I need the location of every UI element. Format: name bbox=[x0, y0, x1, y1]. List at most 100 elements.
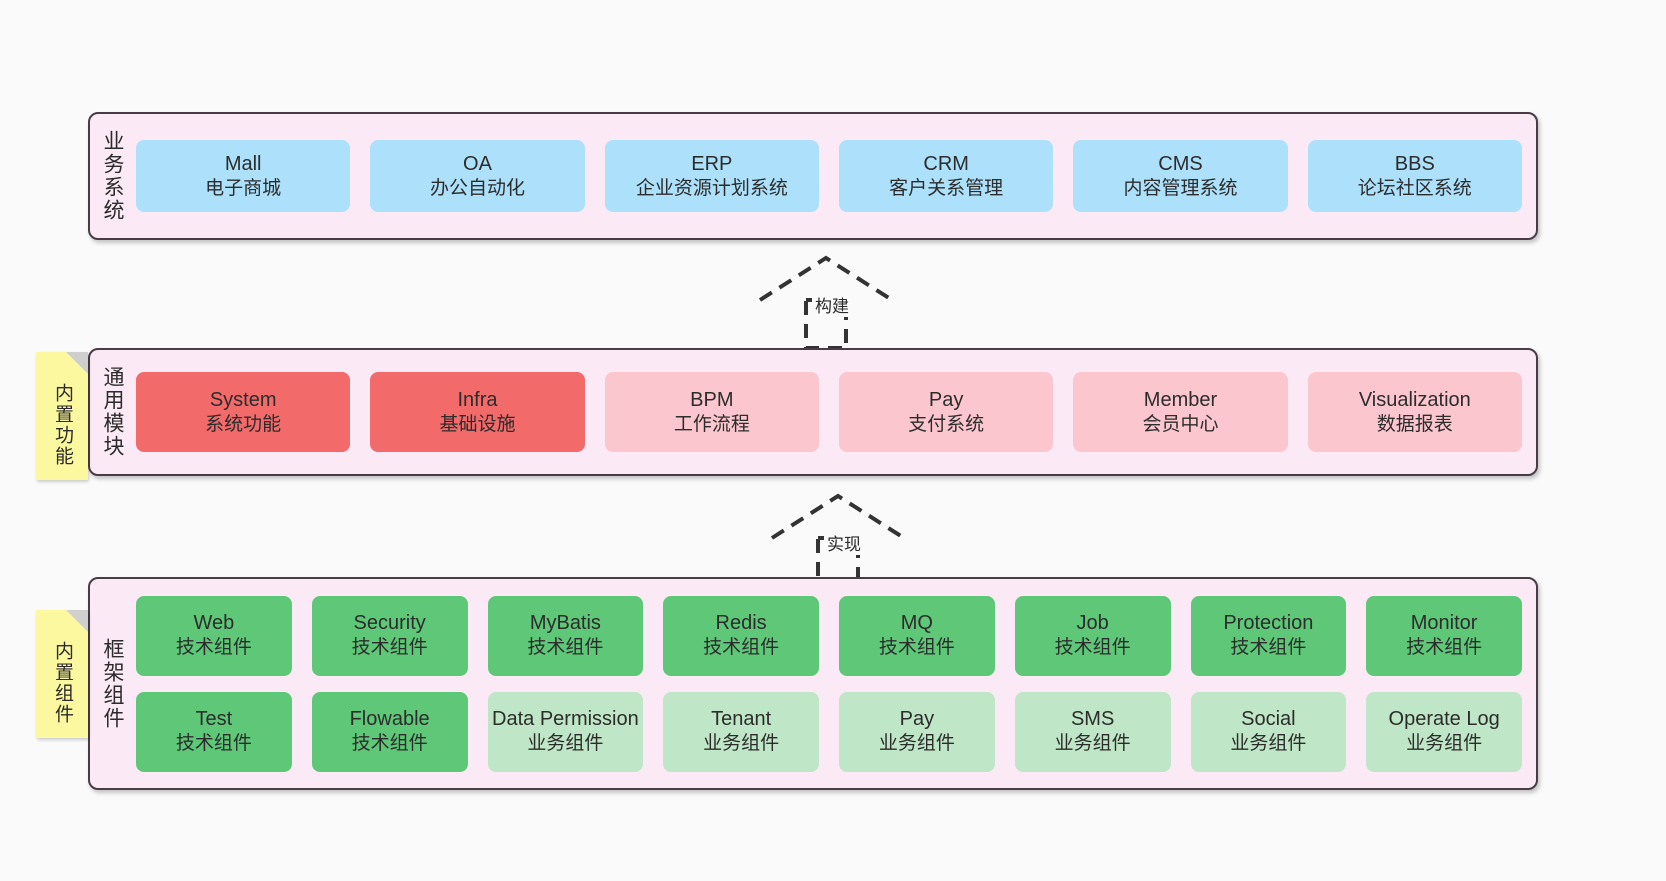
card-subtitle: 基础设施 bbox=[439, 413, 516, 435]
layer-common-modules: 通用模块 System 系统功能 Infra 基础设施 BPM 工作流程 Pay… bbox=[88, 348, 1538, 476]
card-visualization[interactable]: Visualization 数据报表 bbox=[1307, 372, 1522, 452]
card-member[interactable]: Member 会员中心 bbox=[1073, 372, 1288, 452]
card-title: Mall bbox=[224, 152, 262, 175]
layer-framework-components: 框架组件 Web 技术组件 Security 技术组件 MyBatis 技术组件… bbox=[88, 577, 1538, 790]
card-subtitle: 技术组件 bbox=[351, 733, 428, 755]
card-subtitle: 系统功能 bbox=[205, 413, 282, 435]
card-cms[interactable]: CMS 内容管理系统 bbox=[1073, 140, 1288, 212]
card-infra[interactable]: Infra 基础设施 bbox=[370, 372, 585, 452]
layer-title-framework: 框架组件 bbox=[101, 637, 125, 730]
card-title: Operate Log bbox=[1388, 708, 1500, 731]
card-title: Social bbox=[1241, 708, 1296, 731]
card-subtitle: 技术组件 bbox=[175, 733, 252, 755]
card-subtitle: 技术组件 bbox=[703, 637, 780, 659]
card-title: BPM bbox=[690, 388, 734, 411]
card-test[interactable]: Test 技术组件 bbox=[136, 691, 292, 772]
card-row: Mall 电子商城 OA 办公自动化 ERP 企业资源计划系统 CRM 客户关系… bbox=[136, 140, 1522, 212]
card-subtitle: 会员中心 bbox=[1142, 413, 1219, 435]
card-title: SMS bbox=[1070, 708, 1115, 731]
card-title: Tenant bbox=[711, 708, 772, 731]
card-job[interactable]: Job 技术组件 bbox=[1014, 595, 1171, 676]
connector-build: 构建 bbox=[750, 252, 930, 352]
card-title: CRM bbox=[923, 152, 969, 175]
card-social[interactable]: Social 业务组件 bbox=[1190, 691, 1347, 772]
card-title: MQ bbox=[900, 612, 933, 635]
connector-label-build: 构建 bbox=[812, 292, 852, 317]
card-title: OA bbox=[463, 152, 492, 175]
card-operate-log[interactable]: Operate Log 业务组件 bbox=[1366, 691, 1522, 772]
card-subtitle: 技术组件 bbox=[1054, 637, 1131, 659]
card-subtitle: 数据报表 bbox=[1376, 413, 1453, 435]
card-title: Visualization bbox=[1358, 388, 1471, 411]
card-row: Web 技术组件 Security 技术组件 MyBatis 技术组件 Redi… bbox=[136, 595, 1522, 676]
card-title: Data Permission bbox=[492, 708, 639, 731]
card-subtitle: 技术组件 bbox=[878, 637, 955, 659]
note-builtin-functions: 内置功能 bbox=[36, 352, 88, 480]
card-security[interactable]: Security 技术组件 bbox=[311, 595, 468, 676]
card-title: CMS bbox=[1158, 152, 1203, 175]
card-mall[interactable]: Mall 电子商城 bbox=[136, 140, 351, 212]
card-subtitle: 业务组件 bbox=[1230, 733, 1307, 755]
card-subtitle: 技术组件 bbox=[1406, 637, 1483, 659]
card-pay-module[interactable]: Pay 支付系统 bbox=[838, 372, 1054, 452]
layer-body-common: System 系统功能 Infra 基础设施 BPM 工作流程 Pay 支付系统… bbox=[134, 350, 1536, 474]
card-title: Pay bbox=[928, 388, 964, 411]
card-title: Flowable bbox=[349, 708, 430, 731]
card-title: Pay bbox=[899, 708, 935, 731]
card-title: ERP bbox=[691, 152, 733, 175]
card-crm[interactable]: CRM 客户关系管理 bbox=[838, 140, 1054, 212]
card-title: Infra bbox=[457, 388, 498, 411]
card-subtitle: 客户关系管理 bbox=[889, 177, 1004, 199]
card-monitor[interactable]: Monitor 技术组件 bbox=[1366, 595, 1522, 676]
card-row: Test 技术组件 Flowable 技术组件 Data Permission … bbox=[136, 691, 1522, 772]
card-sms[interactable]: SMS 业务组件 bbox=[1014, 691, 1171, 772]
card-subtitle: 论坛社区系统 bbox=[1357, 177, 1472, 199]
card-bbs[interactable]: BBS 论坛社区系统 bbox=[1307, 140, 1522, 212]
card-subtitle: 技术组件 bbox=[527, 637, 604, 659]
layer-body-business: Mall 电子商城 OA 办公自动化 ERP 企业资源计划系统 CRM 客户关系… bbox=[134, 114, 1536, 238]
card-mybatis[interactable]: MyBatis 技术组件 bbox=[487, 595, 644, 676]
card-subtitle: 工作流程 bbox=[673, 413, 750, 435]
connector-label-realize: 实现 bbox=[824, 530, 864, 555]
layer-title-common: 通用模块 bbox=[101, 366, 125, 458]
card-pay-component[interactable]: Pay 业务组件 bbox=[839, 691, 995, 772]
card-subtitle: 业务组件 bbox=[1406, 733, 1483, 755]
layer-title-business: 业务系统 bbox=[101, 130, 125, 222]
card-subtitle: 技术组件 bbox=[175, 637, 252, 659]
card-system[interactable]: System 系统功能 bbox=[136, 372, 351, 452]
card-title: Job bbox=[1076, 612, 1109, 635]
card-subtitle: 电子商城 bbox=[205, 177, 282, 199]
card-title: Web bbox=[193, 612, 235, 635]
note-builtin-components: 内置组件 bbox=[36, 610, 88, 738]
card-title: Monitor bbox=[1410, 612, 1478, 635]
connector-realize: 实现 bbox=[762, 490, 942, 590]
layer-body-framework: Web 技术组件 Security 技术组件 MyBatis 技术组件 Redi… bbox=[134, 579, 1536, 788]
card-erp[interactable]: ERP 企业资源计划系统 bbox=[604, 140, 819, 212]
card-subtitle: 企业资源计划系统 bbox=[635, 177, 788, 199]
card-data-permission[interactable]: Data Permission 业务组件 bbox=[487, 691, 644, 772]
card-mq[interactable]: MQ 技术组件 bbox=[839, 595, 995, 676]
card-title: Security bbox=[353, 612, 426, 635]
card-bpm[interactable]: BPM 工作流程 bbox=[604, 372, 819, 452]
card-title: Protection bbox=[1223, 612, 1314, 635]
card-subtitle: 办公自动化 bbox=[429, 177, 525, 199]
card-title: Member bbox=[1143, 388, 1218, 411]
card-title: BBS bbox=[1394, 152, 1435, 175]
card-subtitle: 业务组件 bbox=[1054, 733, 1131, 755]
card-web[interactable]: Web 技术组件 bbox=[136, 595, 292, 676]
card-title: Redis bbox=[715, 612, 767, 635]
card-title: MyBatis bbox=[529, 612, 601, 635]
card-redis[interactable]: Redis 技术组件 bbox=[663, 595, 819, 676]
card-subtitle: 业务组件 bbox=[703, 733, 780, 755]
card-subtitle: 技术组件 bbox=[351, 637, 428, 659]
card-subtitle: 业务组件 bbox=[527, 733, 604, 755]
card-title: System bbox=[209, 388, 277, 411]
card-protection[interactable]: Protection 技术组件 bbox=[1190, 595, 1347, 676]
card-subtitle: 支付系统 bbox=[908, 413, 985, 435]
card-subtitle: 内容管理系统 bbox=[1123, 177, 1238, 199]
card-oa[interactable]: OA 办公自动化 bbox=[370, 140, 585, 212]
card-row: System 系统功能 Infra 基础设施 BPM 工作流程 Pay 支付系统… bbox=[136, 372, 1522, 452]
card-tenant[interactable]: Tenant 业务组件 bbox=[663, 691, 819, 772]
card-flowable[interactable]: Flowable 技术组件 bbox=[311, 691, 468, 772]
